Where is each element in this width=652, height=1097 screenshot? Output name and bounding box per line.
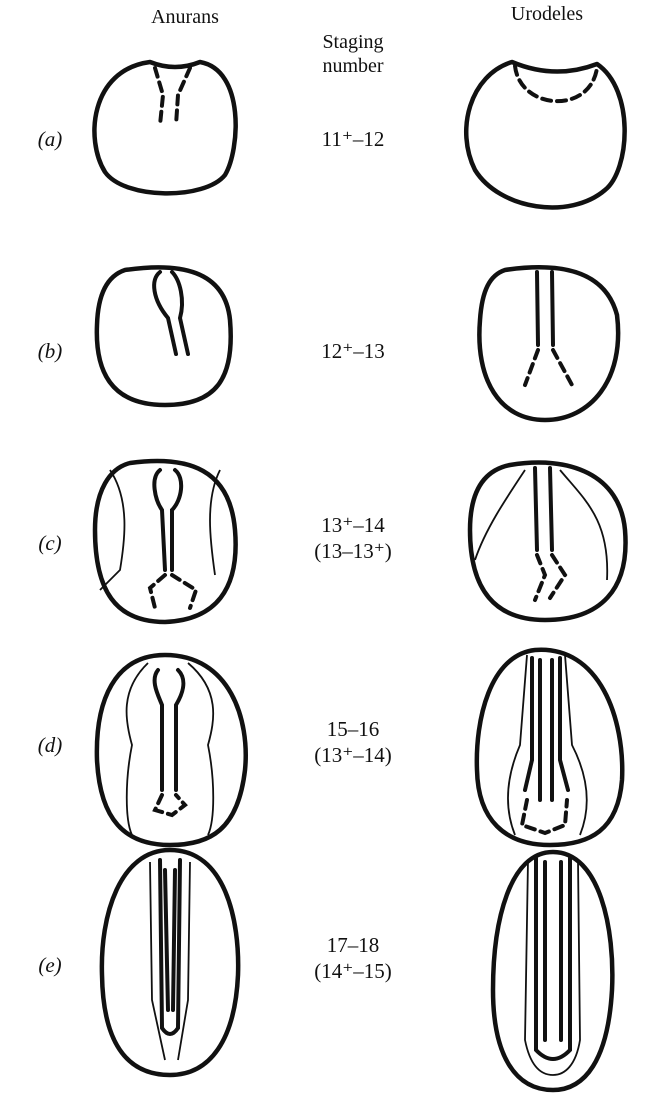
- anuran-embryo-c: [92, 458, 238, 625]
- header-staging: Staging: [322, 31, 383, 53]
- stage-c-alt: (13–13⁺): [314, 539, 392, 563]
- stage-e-alt: (14⁺–15): [314, 959, 392, 983]
- stage-b: 12⁺–13: [321, 339, 385, 363]
- header-urodeles: Urodeles: [511, 3, 583, 25]
- header-number: number: [322, 55, 383, 77]
- header-anurans: Anurans: [151, 6, 219, 28]
- stage-d: 15–16: [327, 717, 380, 741]
- stage-a: 11⁺–12: [322, 127, 385, 151]
- stage-e: 17–18: [327, 933, 380, 957]
- row-label-b: (b): [38, 339, 63, 363]
- stage-c: 13⁺–14: [321, 513, 385, 537]
- urodele-embryo-c: [467, 460, 628, 623]
- urodele-embryo-d: [474, 647, 625, 848]
- urodele-embryo-a: [463, 59, 627, 210]
- urodele-embryo-b: [477, 265, 621, 423]
- urodele-embryo-e: [490, 849, 615, 1093]
- anuran-embryo-a: [92, 59, 238, 196]
- anuran-embryo-d: [94, 652, 248, 848]
- anuran-embryo-e: [99, 847, 241, 1078]
- anuran-embryo-b: [94, 265, 233, 408]
- row-label-c: (c): [38, 531, 61, 555]
- row-label-d: (d): [38, 733, 63, 757]
- stage-d-alt: (13⁺–14): [314, 743, 392, 767]
- row-label-e: (e): [38, 953, 61, 977]
- row-label-a: (a): [38, 127, 63, 151]
